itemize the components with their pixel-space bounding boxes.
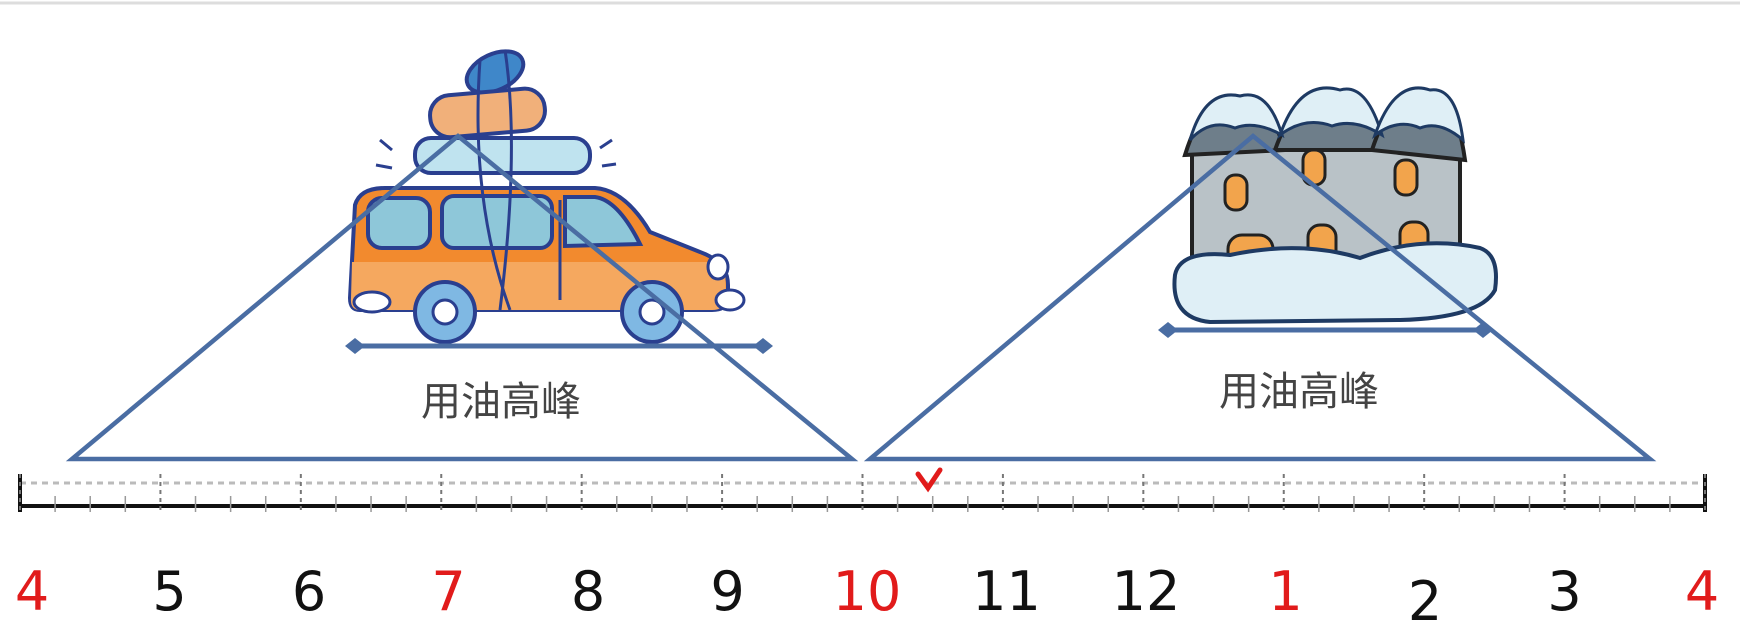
car-icon [347, 49, 746, 344]
tick-label: 4 [15, 560, 49, 623]
tick-label: 4 [1685, 560, 1719, 623]
peak-label-left: 用油高峰 [421, 379, 581, 425]
peak-range-left [345, 338, 773, 354]
peak-triangle-left [65, 133, 859, 462]
timeline-axis [18, 474, 1707, 512]
tick-label: 2 [1408, 570, 1442, 629]
tick-label: 11 [972, 560, 1041, 623]
tick-label: 7 [431, 560, 465, 623]
peak-range-right [1158, 322, 1493, 338]
tick-label: 3 [1547, 560, 1581, 623]
red-check-mark [915, 467, 943, 493]
tick-labels: 4 5 6 7 8 9 10 11 12 1 2 3 4 [15, 560, 1719, 629]
tick-label: 5 [152, 560, 186, 623]
tick-label: 12 [1112, 560, 1181, 623]
tick-label: 9 [710, 560, 744, 623]
tick-label: 8 [571, 560, 605, 623]
tick-label: 6 [292, 560, 326, 623]
tick-label: 10 [833, 560, 902, 623]
tick-label: 1 [1268, 560, 1302, 623]
peak-label-right: 用油高峰 [1219, 369, 1379, 415]
peak-triangle-right [863, 133, 1657, 462]
